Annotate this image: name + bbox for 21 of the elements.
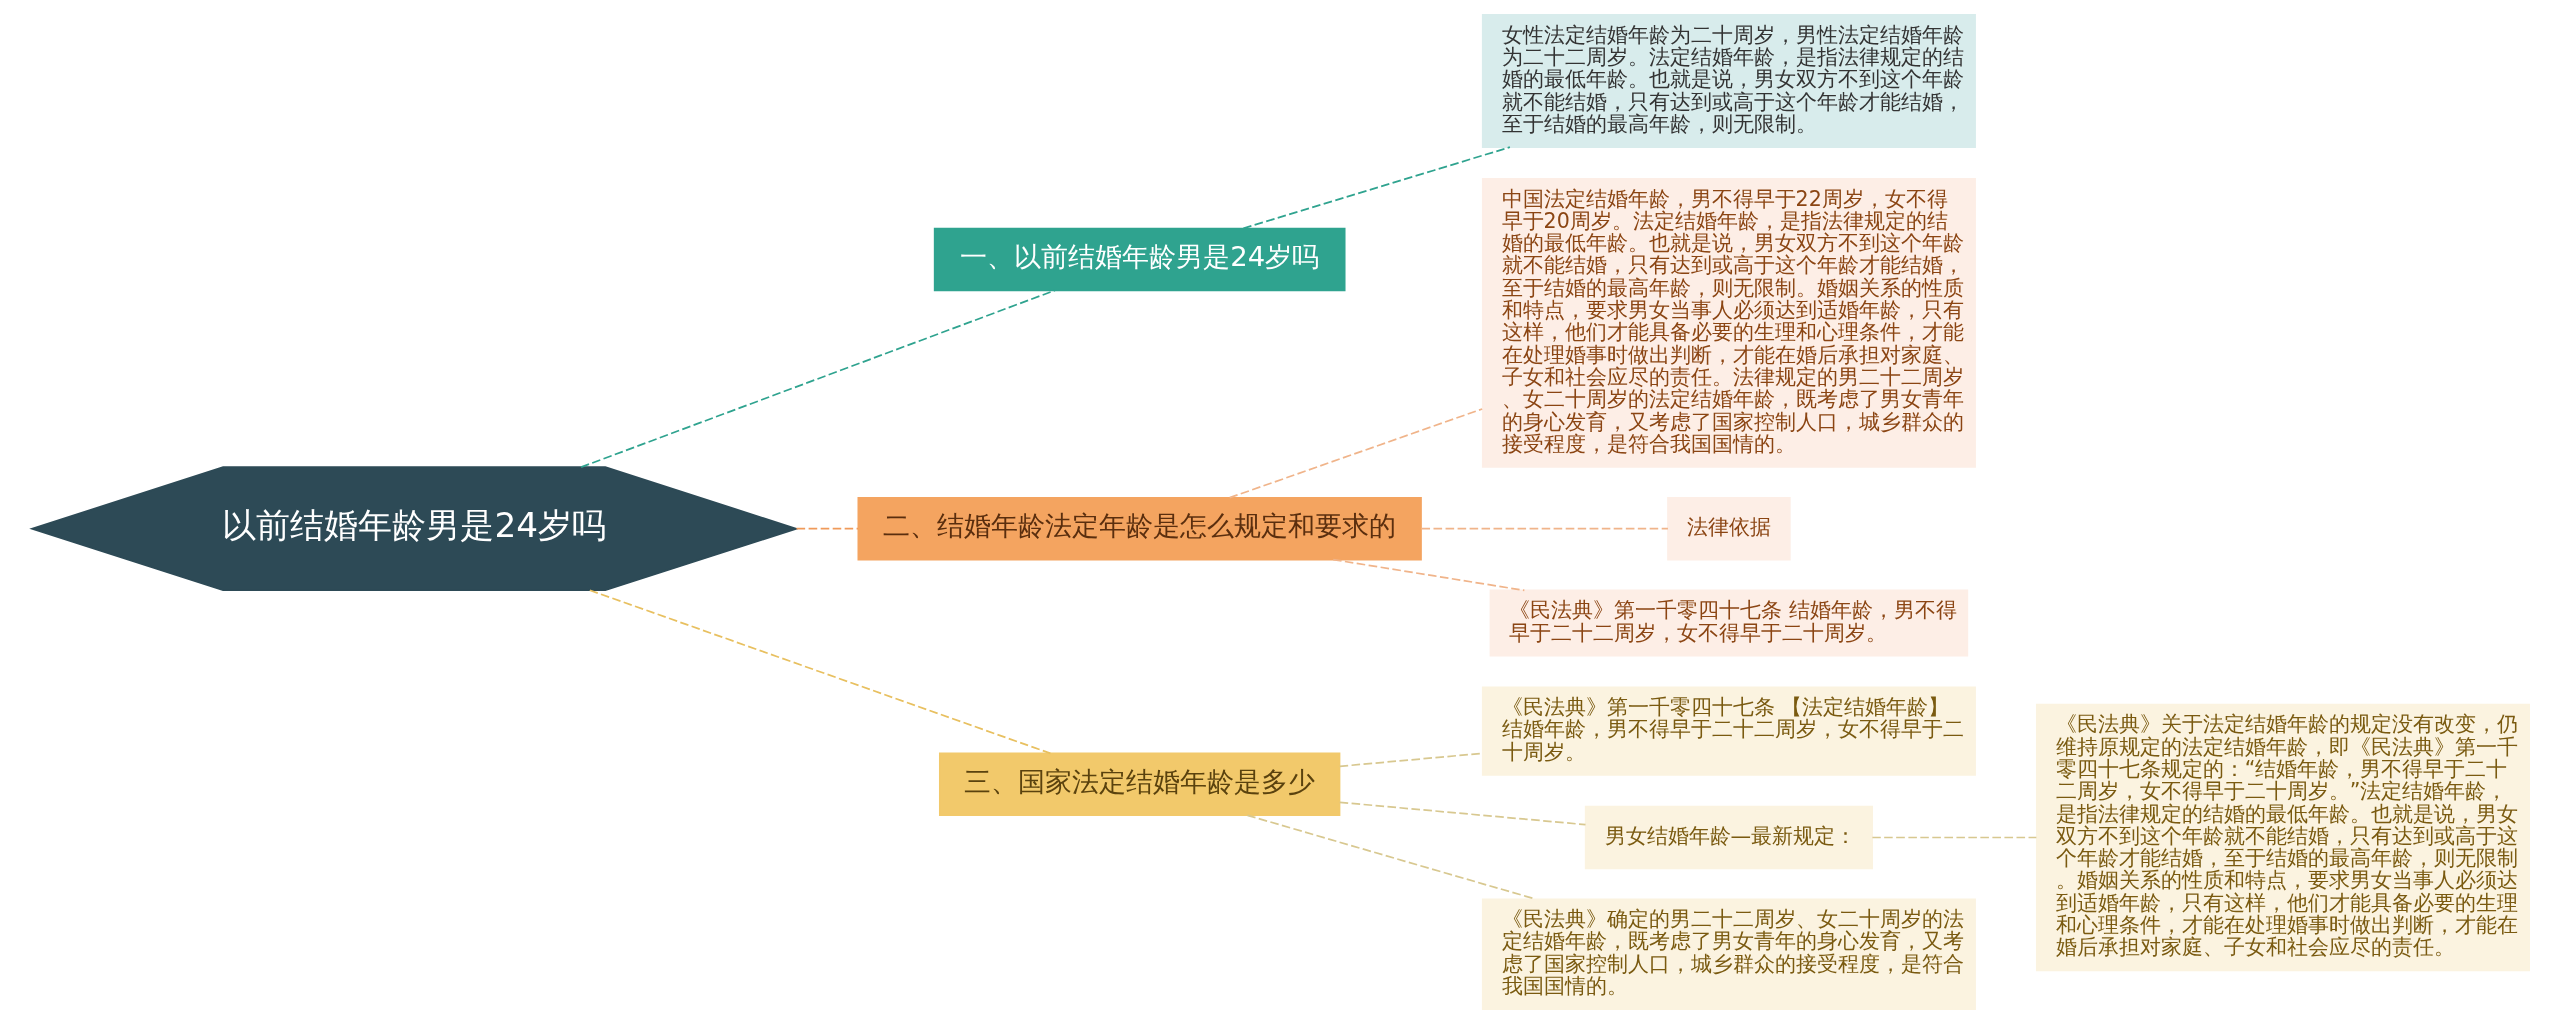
node-box: 《民法典》第一千零四十七条 结婚年龄，男不得早于二十二周岁，女不得早于二十周岁。 (1489, 589, 1968, 657)
node-box: 三、国家法定结婚年龄是多少 (938, 752, 1340, 817)
node-box: 女性法定结婚年龄为二十周岁，男性法定结婚年龄为二十二周岁。法定结婚年龄，是指法律规定的结婚的最低年龄。也就是说，男女双方不到这个年龄就不能结婚，只有达到或高于这个年龄才能结婚，至于结婚的最高年龄，则无限制。 (1481, 14, 1976, 148)
connector (1331, 558, 1525, 592)
connector (1242, 146, 1511, 230)
connector (1338, 752, 1483, 768)
connector (1420, 527, 1669, 530)
node-box: 《民法典》确定的男二十二周岁、女二十周岁的法定结婚年龄，既考虑了男女青年的身心发育，又考虑了国家控制人口，城乡群众的接受程度，是符合我国国情的。 (1481, 898, 1976, 1010)
node-box: 男女结婚年龄—最新规定： (1584, 805, 1873, 870)
node-box: 二、结婚年龄法定年龄是怎么规定和要求的 (857, 497, 1422, 561)
connector (579, 289, 1056, 468)
node-box: 中国法定结婚年龄，男不得早于22周岁，女不得早于20周岁。法定结婚年龄，是指法律规定的结婚的最低年龄。也就是说，男女双方不到这个年龄就不能结婚，只有达到或高于这个年龄才能结婚，至于结婚的最高年龄，则无限制。婚姻关系的性质和特点，要求男女当事人必须达到适婚年龄，只有这样，他们才能具备必要的生理和心理条件，才能在处理婚事时做出判断，才能在婚后承担对家庭、子女和社会应尽的责任。法律规定的男二十二周岁、女二十周岁的法定结婚年龄，既考虑了男女青年的身心发育，又考虑了国家控制人口，城乡群众的接受程度，是符合我国国情的。 (1481, 177, 1976, 468)
node-box: 《民法典》关于法定结婚年龄的规定没有改变，仍维持原规定的法定结婚年龄，即《民法典》第一千零四十七条规定的：“结婚年龄，男不得早于二十二周岁，女不得早于二十周岁。”法定结婚年龄，是指法律规定的结婚的最低年龄。也就是说，男女双方不到这个年龄就不能结婚，只有达到或高于这个年龄才能结婚，至于结婚的最高年龄，则无限制。婚姻关系的性质和特点，要求男女当事人必须达到适婚年龄，只有这样，他们才能具备必要的生理和心理条件，才能在处理婚事时做出判断，才能在婚后承担对家庭、子女和社会应尽的责任。 (2035, 703, 2530, 972)
node-box: 《民法典》第一千零四十七条 【法定结婚年龄】结婚年龄，男不得早于二十二周岁，女不得早于二十周岁。 (1481, 686, 1976, 776)
connector (588, 589, 1051, 755)
node-box: 法律依据 (1666, 497, 1791, 561)
node-box: 一、以前结婚年龄男是24岁吗 (933, 227, 1345, 292)
connector (1338, 801, 1586, 826)
connector (1228, 408, 1483, 499)
connector (795, 527, 859, 530)
connector (1871, 836, 2037, 839)
